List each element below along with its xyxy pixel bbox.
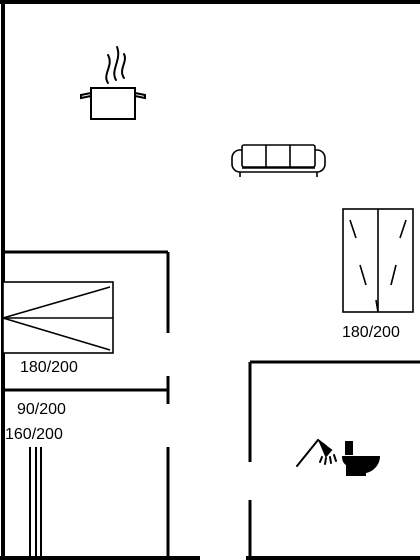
toilet-icon [342,441,380,476]
double-bed-icon [342,208,414,313]
shower-icon [296,438,337,467]
sofa-icon [231,144,326,177]
bedroom-2-bed-size-label-double: 160/200 [5,426,63,443]
window [29,447,42,556]
interior-walls [3,250,420,558]
living-room-bed-size-label: 180/200 [342,324,400,341]
bed-icon [2,281,114,354]
cooking-pot-icon [80,46,146,120]
bedroom-2-bed-size-label-single: 90/200 [17,401,66,418]
bedroom-1-bed-size-label: 180/200 [20,359,78,376]
